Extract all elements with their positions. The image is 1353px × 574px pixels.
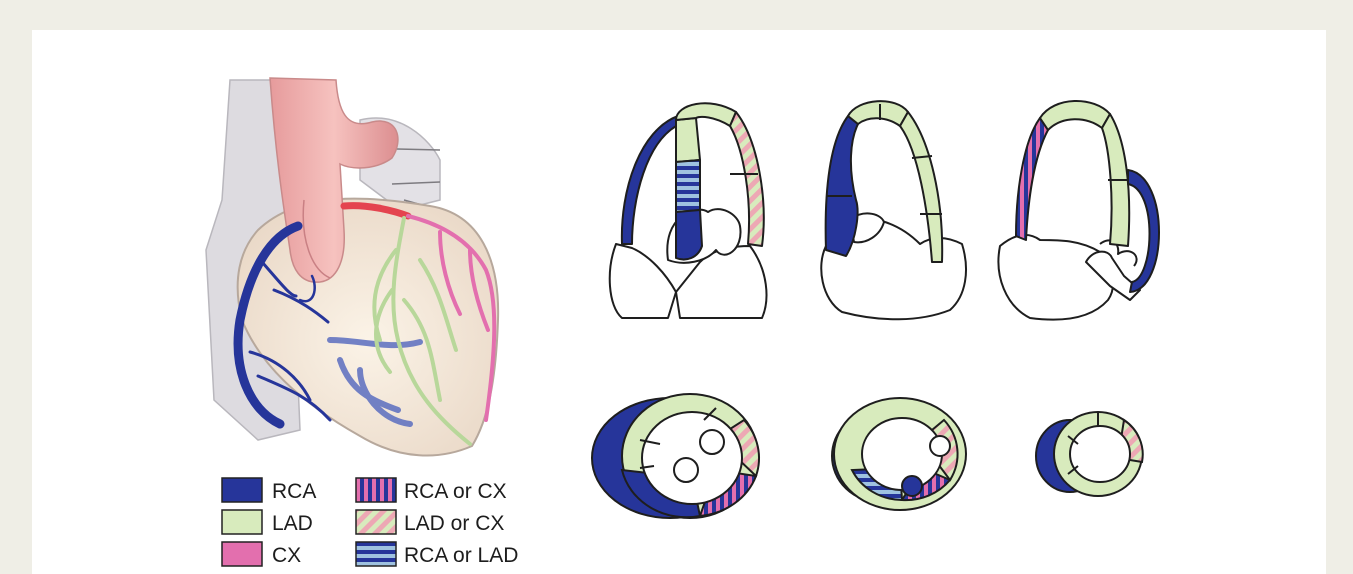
three-chamber-view (998, 101, 1159, 320)
legend-label-rca: RCA (272, 480, 316, 504)
mid-short-axis-view (832, 398, 966, 510)
legend-swatch-rca-or-cx (356, 478, 396, 502)
legend-swatch-cx (222, 542, 262, 566)
four-chamber-view (610, 103, 767, 318)
apical-short-axis-view (1036, 412, 1143, 496)
legend-swatch-rca (222, 478, 262, 502)
legend-swatch-rca-or-lad (356, 542, 396, 566)
legend-label-lad-or-cx: LAD or CX (404, 512, 504, 536)
legend-label-rca-or-cx: RCA or CX (404, 480, 507, 504)
legend-label-cx: CX (272, 544, 301, 568)
legend-label-rca-or-lad: RCA or LAD (404, 544, 518, 568)
legend-label-lad: LAD (272, 512, 313, 536)
basal-short-axis-view (592, 394, 759, 518)
legend-swatch-lad-or-cx (356, 510, 396, 534)
heart-illustration (206, 78, 498, 455)
two-chamber-view (821, 101, 966, 319)
legend-swatch-lad (222, 510, 262, 534)
